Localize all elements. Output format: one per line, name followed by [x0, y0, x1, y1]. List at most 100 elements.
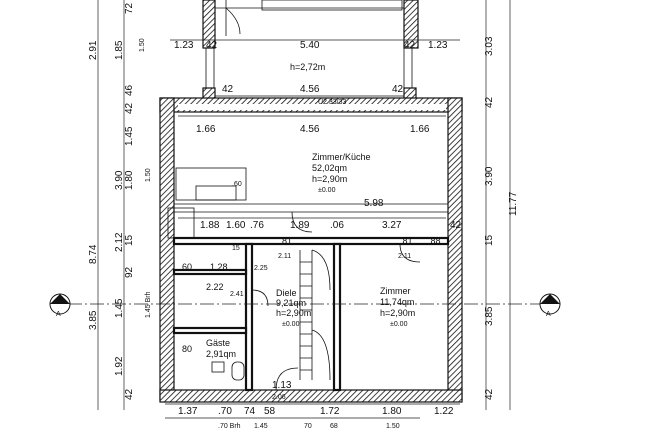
left-notes: 1.50 1.50 1.45 Brh — [139, 38, 152, 318]
dim-text: 15 — [484, 234, 495, 246]
dim-text: 1.80 — [124, 170, 135, 190]
dim-text: 1.45 — [254, 423, 268, 430]
dim-text: 72 — [124, 2, 135, 14]
dim-text: 42 — [124, 388, 135, 400]
dim-text: 42 — [450, 220, 462, 231]
section-marker-right: A — [546, 311, 551, 318]
porch-structure — [202, 0, 419, 101]
dim-text: 4.56 — [300, 124, 320, 135]
room-height: h=2,90m — [380, 308, 415, 318]
porch-dimensions: 42 4.56 42 — [222, 84, 404, 95]
long-dim: 5.98 — [364, 198, 384, 209]
dim-text: 8.74 — [88, 244, 99, 264]
porch-height: h=2,72m — [290, 62, 325, 72]
dim-text: 1.50 — [386, 423, 400, 430]
room-name: Zimmer — [380, 286, 411, 296]
dim-text: 1.45 — [124, 126, 135, 146]
note-text: 1.45 Brh — [145, 291, 152, 318]
label-text: 60 — [182, 262, 192, 272]
dim-text: 1.92 — [114, 356, 125, 376]
label-text: 2.06 — [272, 394, 286, 401]
label-text: .60 — [232, 181, 242, 188]
section-marker-left: A — [56, 311, 61, 318]
dim-text: 1.85 — [114, 40, 125, 60]
door-swing — [251, 289, 269, 307]
label-text: 1.28 — [210, 262, 228, 272]
dim-text: 42 — [392, 84, 404, 95]
dim-text: 42 — [484, 388, 495, 400]
dim-text: 1.60 — [226, 220, 246, 231]
door-swing — [291, 211, 313, 233]
room-guest-wc: Gäste 2,91qm — [206, 338, 236, 359]
wc-basin-icon — [211, 361, 225, 373]
dim-text: 42 — [206, 40, 218, 51]
note-text: 1.50 — [139, 38, 146, 52]
room-level: ±0.00 — [390, 321, 408, 328]
label-text: 2.11 — [278, 253, 291, 260]
middle-dimensions: 1.88 1.60 .76 1.89 .06 3.27 42 — [200, 220, 462, 231]
dim-text: 15 — [124, 234, 135, 246]
dim-text: 5.40 — [300, 40, 320, 51]
dim-text: 58 — [264, 406, 276, 417]
dim-text: 42 — [484, 96, 495, 108]
inner-top-dimensions: 1.66 4.56 1.66 — [196, 124, 430, 135]
dim-text: 2.12 — [114, 232, 125, 252]
top-dimensions: 1.23 42 5.40 42 1.23 — [174, 40, 448, 51]
room-kitchen: Zimmer/Küche 52,02qm h=2,90m ±0.00 — [312, 152, 371, 194]
dim-text: 1.37 — [178, 406, 198, 417]
room-name: Gäste — [206, 338, 230, 348]
label-text: .88 — [428, 236, 441, 246]
dim-text: 92 — [124, 266, 135, 278]
dim-text: 68 — [330, 423, 338, 430]
dimension-lines — [97, 0, 511, 419]
note-text: 1.50 — [145, 168, 152, 182]
dim-text: 70 — [304, 423, 312, 430]
dim-text: 4.56 — [300, 84, 320, 95]
label-text: 15 — [232, 245, 240, 252]
dim-text: 1.72 — [320, 406, 340, 417]
dim-text: 46 — [124, 84, 135, 96]
room-area: 2,91qm — [206, 349, 236, 359]
dim-text: 1.88 — [200, 220, 220, 231]
dim-text: 1.89 — [290, 220, 310, 231]
dim-text: 3.85 — [88, 310, 99, 330]
label-text: 80 — [182, 344, 192, 354]
dim-text: .76 — [250, 220, 264, 231]
dim-text: .06 — [330, 220, 344, 231]
label-text: .81 — [400, 236, 413, 246]
dim-text: 3.85 — [484, 306, 495, 326]
room-area: 11,74qm — [380, 297, 414, 307]
dim-text: .70 Brh — [218, 423, 241, 430]
porch-code: U2 33/33 — [318, 99, 347, 106]
misc-labels: 2.11 81 2.11 .81 .88 1.28 2.22 60 80 1.1… — [182, 181, 441, 401]
wc-toilet-icon — [231, 361, 245, 381]
label-text: 2.11 — [398, 253, 411, 260]
dim-text: 1.23 — [174, 40, 194, 51]
label-text: 81 — [282, 236, 292, 246]
room-height: h=2,90m — [276, 308, 311, 318]
room-height: h=2,90m — [312, 174, 347, 184]
dim-text: 3.90 — [114, 170, 125, 190]
dim-text: 1.22 — [434, 406, 454, 417]
bottom-dimensions-2: .70 Brh 1.45 70 68 1.50 — [218, 423, 400, 430]
room-level: ±0.00 — [318, 187, 336, 194]
left-outer-dimensions: 2.91 8.74 3.85 — [88, 40, 99, 330]
door-swing — [275, 367, 299, 391]
dim-text: 11.77 — [508, 191, 519, 216]
dim-text: 1.23 — [428, 40, 448, 51]
bottom-dimensions: 1.37 .70 74 58 1.72 1.80 1.22 — [178, 406, 454, 417]
dim-text: 42 — [222, 84, 234, 95]
dim-text: 3.27 — [382, 220, 402, 231]
staircase — [299, 249, 331, 381]
right-outer-dimensions: 11.77 — [508, 191, 519, 216]
outer-walls — [159, 97, 463, 403]
left-mid-dimensions: 1.85 3.90 2.12 1.45 1.92 — [114, 40, 125, 376]
room-level: ±0.00 — [282, 321, 300, 328]
dim-text: 74 — [244, 406, 256, 417]
room-area: 9,21qm — [276, 298, 306, 308]
dim-text: 1.66 — [196, 124, 216, 135]
left-inner-dimensions: 72 46 42 1.45 1.80 15 92 42 — [124, 2, 135, 400]
room-area: 52,02qm — [312, 163, 347, 173]
dim-text: .70 — [218, 406, 232, 417]
